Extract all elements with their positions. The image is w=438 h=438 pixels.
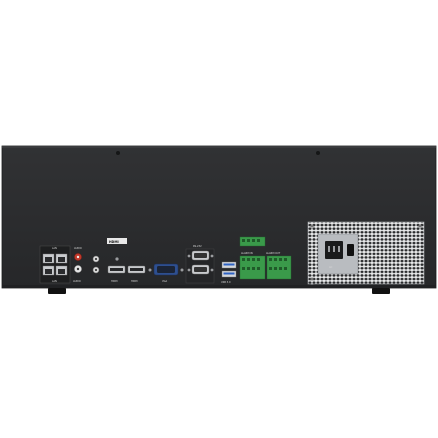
foot-right	[372, 288, 390, 294]
usb-port-group: USB 3.0	[221, 261, 237, 284]
rs232-port-group: RS-232	[185, 245, 215, 284]
vga-port-group: VGA	[148, 263, 184, 283]
alarm-out-label: ALARM OUT	[266, 252, 281, 255]
power-supply: AC	[307, 221, 425, 285]
screw-icon	[310, 277, 314, 281]
screw-icon	[116, 151, 120, 155]
terminal-block-group: ALARM IN ALARM OUT	[239, 236, 292, 280]
hdmi1-label: HDMI	[111, 280, 118, 283]
hdmi-logo-badge: HDMI	[107, 238, 127, 244]
foot-left	[48, 288, 66, 294]
power-switch[interactable]	[347, 244, 354, 256]
lan-label-top: LAN	[52, 247, 57, 250]
lan-port-group: LAN LAN	[39, 245, 71, 284]
audio-port-group: AUDIO AUDIO	[73, 247, 82, 283]
hdmi-port-group: HDMI HDMI	[107, 257, 146, 283]
screw-icon	[418, 224, 422, 228]
audio-out-label: AUDIO	[73, 280, 81, 283]
usb-label: USB 3.0	[221, 281, 231, 284]
alarm-in-label: ALARM IN	[241, 252, 253, 255]
screw-icon	[115, 257, 119, 261]
power-spec-label: AC	[329, 266, 333, 269]
chassis-top-edge	[2, 146, 436, 148]
vga-label: VGA	[162, 280, 167, 283]
audio-in-label: AUDIO	[74, 247, 82, 250]
screw-icon	[310, 224, 314, 228]
chassis-bottom-edge	[2, 285, 436, 288]
screw-icon	[316, 151, 320, 155]
hdmi2-label: HDMI	[131, 280, 138, 283]
hdmi-logo-text: HDMI	[109, 240, 119, 244]
rs232-label: RS-232	[193, 245, 202, 248]
lan-label-bottom: LAN	[52, 280, 57, 283]
audio-port-group-2	[92, 255, 100, 274]
